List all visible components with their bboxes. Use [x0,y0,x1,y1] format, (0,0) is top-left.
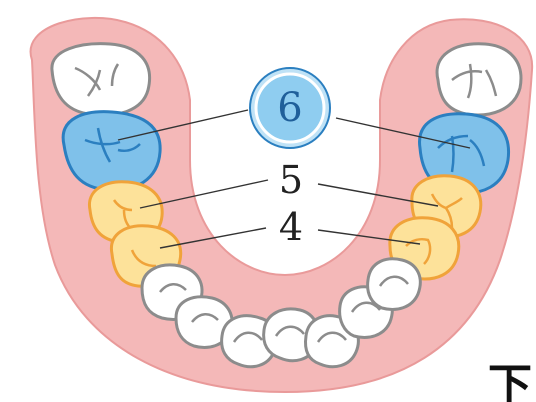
label-6-badge: 6 [250,68,330,148]
jaw-label: 下 [488,360,532,402]
right-canine [368,259,421,310]
label-5-text: 5 [279,158,303,202]
left-first-molar [63,112,160,191]
label-4-text: 4 [279,205,303,249]
label-6-text: 6 [277,85,302,131]
right-back-molar [437,44,521,115]
left-back-molar [52,44,150,115]
